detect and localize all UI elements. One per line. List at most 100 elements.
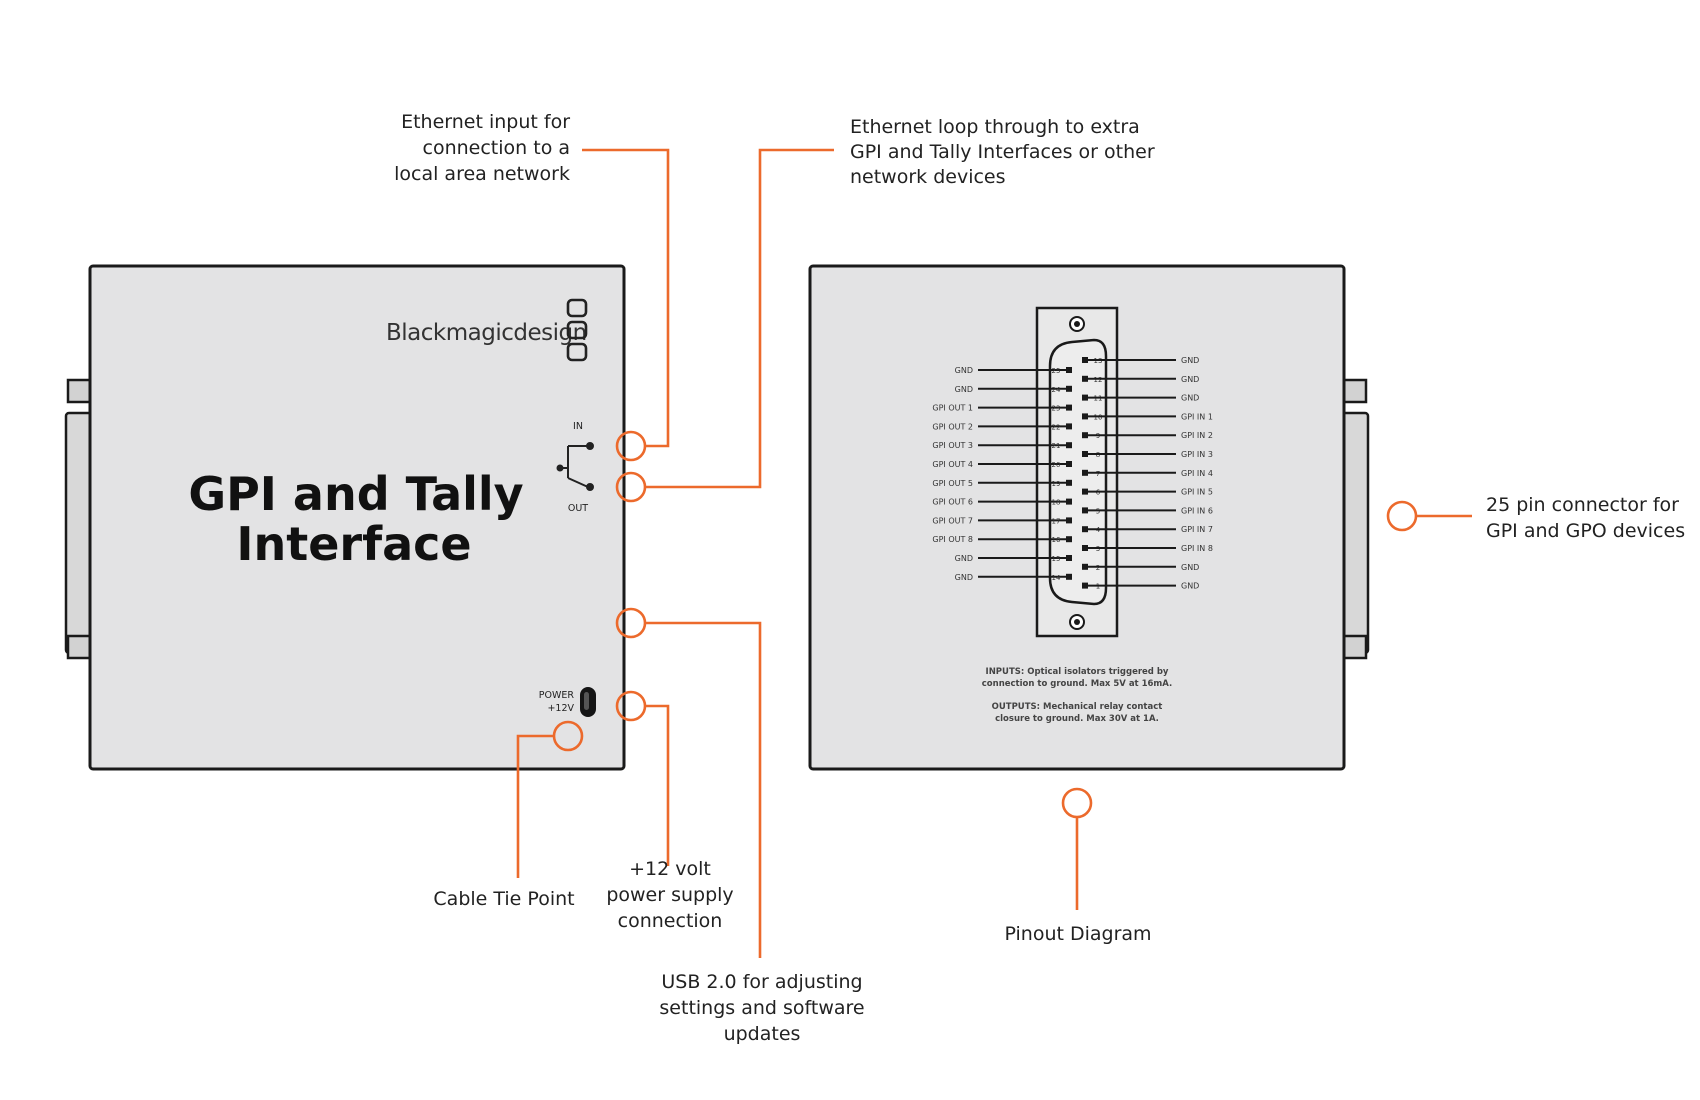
pin-label-right: GPI IN 4 — [1181, 469, 1213, 478]
ethernet-in-label: IN — [573, 421, 583, 432]
callout-power-line1: +12 volt — [629, 858, 711, 880]
callout-power-line2: power supply — [606, 884, 733, 906]
callout-usb-line2: settings and software — [659, 997, 864, 1019]
db25-screw-bottom-dot — [1074, 619, 1080, 625]
pin-contact-right — [1082, 507, 1088, 514]
leader-lines — [516, 148, 1472, 958]
pin-label-right: GPI IN 8 — [1181, 544, 1213, 553]
back-side-tab-bottom — [1342, 634, 1368, 660]
callout-ethernet-loop-line3: network devices — [850, 166, 1006, 188]
ring-25pin — [1386, 500, 1418, 532]
pin-number-left: 18 — [1052, 499, 1061, 507]
power-label-line1: POWER — [539, 690, 575, 701]
leader-usb — [646, 621, 762, 958]
note-inputs-line2: connection to ground. Max 5V at 16mA. — [982, 679, 1172, 689]
pin-label-left: GPI OUT 1 — [932, 404, 973, 413]
pin-number-left: 15 — [1052, 555, 1061, 563]
pin-contact-left — [1066, 479, 1072, 486]
pin-label-right: GPI IN 6 — [1181, 506, 1213, 515]
pin-label-right: GPI IN 7 — [1181, 525, 1213, 534]
ring-pinout — [1061, 787, 1093, 819]
front-device: Blackmagicdesign GPI and Tally Interface… — [64, 264, 626, 771]
back-side-connector — [1340, 411, 1370, 655]
power-label-line2: +12V — [547, 703, 574, 714]
note-outputs-line1: OUTPUTS: Mechanical relay contact — [992, 702, 1163, 712]
pin-label-right: GPI IN 1 — [1181, 412, 1213, 421]
pin-label-right: GND — [1181, 356, 1199, 365]
callout-ethernet-loop-line2: GPI and Tally Interfaces or other — [850, 141, 1155, 163]
pin-label-left: GND — [955, 554, 973, 563]
pin-label-right: GND — [1181, 394, 1199, 403]
power-switch-highlight — [584, 692, 589, 710]
pin-label-right: GPI IN 3 — [1181, 450, 1213, 459]
callout-25pin-line2: GPI and GPO devices — [1486, 520, 1685, 542]
pin-number-left: 21 — [1052, 442, 1061, 450]
pin-number-left: 20 — [1052, 461, 1061, 469]
pin-contact-right — [1082, 563, 1088, 570]
ethernet-switch-icon — [556, 442, 594, 491]
pin-contact-left — [1066, 461, 1072, 467]
brand-text: Blackmagicdesign — [386, 320, 587, 346]
pin-label-left: GPI OUT 4 — [932, 460, 973, 469]
pin-contact-right — [1082, 488, 1088, 495]
pin-contact-left — [1066, 442, 1072, 449]
front-side-tab-top — [66, 378, 92, 404]
callout-25pin: 25 pin connector for GPI and GPO devices — [1486, 494, 1685, 542]
callout-pinout: Pinout Diagram — [1004, 923, 1151, 945]
pin-contact-left — [1066, 555, 1072, 561]
pin-contact-left — [1066, 385, 1072, 392]
callout-ethernet-loop: Ethernet loop through to extra GPI and T… — [850, 116, 1155, 188]
callout-ethernet-input-line2: connection to a — [423, 137, 570, 159]
callout-ethernet-input-line3: local area network — [394, 163, 570, 185]
pin-contact-right — [1082, 526, 1088, 533]
pin-contact-right — [1082, 545, 1088, 551]
pin-label-right: GND — [1181, 375, 1199, 384]
device-title-line2: Interface — [236, 517, 471, 571]
pin-contact-left — [1066, 573, 1072, 580]
pin-number-left: 14 — [1052, 574, 1061, 582]
leader-power — [646, 704, 670, 866]
pin-contact-right — [1082, 582, 1088, 589]
callout-ethernet-input-line1: Ethernet input for — [401, 111, 570, 133]
ring-power — [615, 690, 647, 722]
callout-cable-tie: Cable Tie Point — [433, 888, 574, 910]
pin-label-left: GPI OUT 6 — [932, 498, 973, 507]
ring-usb — [615, 607, 647, 639]
pin-contact-right — [1082, 357, 1088, 363]
pin-contact-right — [1082, 413, 1088, 420]
ring-ethernet-loop — [615, 471, 647, 503]
front-side-connector — [64, 411, 94, 655]
pin-number-left: 16 — [1052, 536, 1061, 544]
ring-ethernet-input — [615, 430, 647, 462]
callout-power-line3: connection — [618, 910, 723, 932]
pin-number-left: 22 — [1052, 423, 1061, 431]
pin-number-left: 24 — [1052, 386, 1061, 394]
ethernet-out-label: OUT — [568, 503, 588, 514]
pin-contact-left — [1066, 536, 1072, 543]
pin-label-left: GND — [955, 573, 973, 582]
pin-label-left: GND — [955, 385, 973, 394]
leader-ethernet-input — [582, 148, 670, 448]
pin-contact-left — [1066, 498, 1072, 505]
pin-label-left: GND — [955, 366, 973, 375]
callout-ethernet-loop-line1: Ethernet loop through to extra — [850, 116, 1140, 138]
pin-label-left: GPI OUT 7 — [932, 516, 973, 525]
pin-contact-right — [1082, 469, 1088, 476]
pin-number-left: 25 — [1052, 367, 1061, 375]
device-title-line1: GPI and Tally — [188, 467, 523, 521]
pin-label-left: GPI OUT 5 — [932, 479, 973, 488]
leader-ethernet-loop — [646, 148, 834, 489]
callout-usb-line1: USB 2.0 for adjusting — [661, 971, 862, 993]
pin-number-left: 19 — [1052, 480, 1061, 488]
note-inputs-line1: INPUTS: Optical isolators triggered by — [986, 667, 1169, 677]
callout-25pin-line1: 25 pin connector for — [1486, 494, 1679, 516]
front-side-tab-bottom — [66, 634, 92, 660]
back-side-tab-top — [1342, 378, 1368, 404]
pin-label-right: GND — [1181, 563, 1199, 572]
pin-contact-left — [1066, 517, 1072, 524]
pin-contact-right — [1082, 432, 1088, 439]
leader-cable-tie — [516, 734, 553, 878]
